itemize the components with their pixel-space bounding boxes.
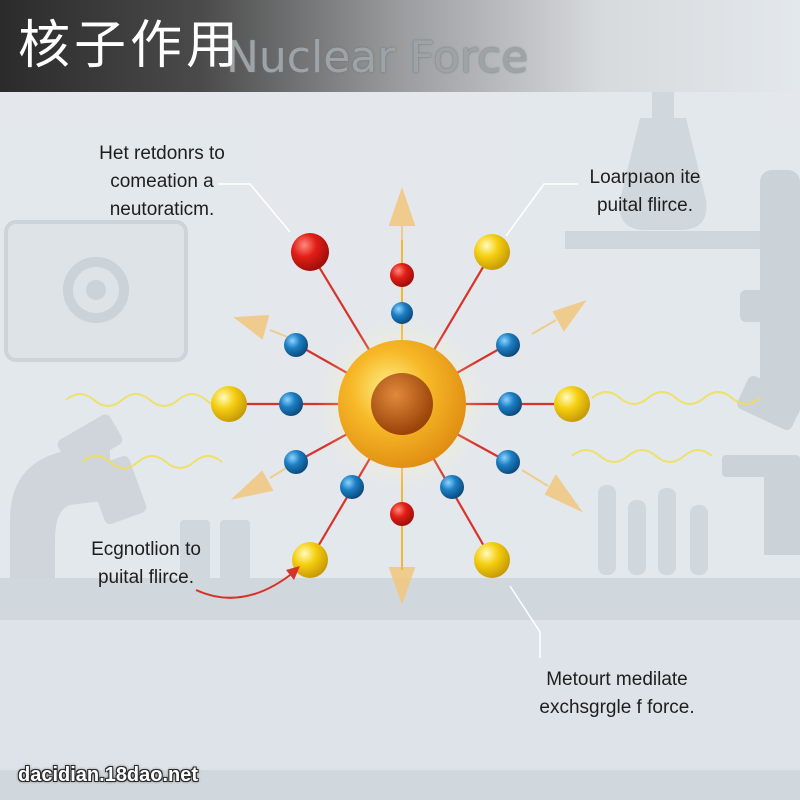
red-particle	[390, 502, 414, 526]
blue-particle	[391, 302, 413, 324]
test-tube-icon	[180, 485, 708, 580]
blue-particle	[498, 392, 522, 416]
title-english: Nuclear Force	[226, 32, 529, 83]
red-particle	[390, 263, 414, 287]
red-particle-large	[291, 233, 329, 271]
label-top-right: Loarpıaon ite puital flirce.	[589, 167, 701, 216]
arrow-upper-right	[531, 300, 587, 335]
particles	[211, 233, 590, 578]
gear-icon	[4, 220, 188, 362]
yellow-particle	[474, 234, 510, 270]
leader-top-right	[505, 183, 578, 237]
shelf-icon	[565, 231, 800, 249]
blue-particle	[279, 392, 303, 416]
nucleus-core	[371, 373, 433, 435]
blue-particle	[496, 333, 520, 357]
blue-particle	[440, 475, 464, 499]
label-bottom-left: Ecgnotlion to puital flirce.	[91, 539, 201, 588]
yellow-particle	[554, 386, 590, 422]
wave-right-lower	[571, 449, 713, 463]
title-chinese: 核子作用	[18, 16, 243, 76]
label-bottom-right: Metourt medilate exchsgrgle f force.	[539, 669, 695, 718]
wave-right-upper	[591, 391, 761, 405]
blue-particle	[496, 450, 520, 474]
blue-particle	[284, 333, 308, 357]
leader-top-left	[218, 183, 291, 233]
leader-bottom-right	[509, 585, 541, 658]
blue-particle	[284, 450, 308, 474]
title-bar: Nuclear Force 核子作用	[0, 0, 800, 92]
nucleus	[316, 318, 488, 490]
leader-lines	[218, 183, 578, 658]
arrow-lower-right	[521, 469, 584, 513]
yellow-particle	[474, 542, 510, 578]
wave-left-lower	[81, 455, 223, 469]
force-waves	[65, 391, 761, 469]
wave-left-upper	[65, 393, 235, 407]
label-top-left: Het retdonrs to comeation a neutoraticm.	[99, 143, 225, 220]
pointer-arrow-bottom-left	[195, 566, 300, 599]
blue-particle	[340, 475, 364, 499]
microscope-icon	[722, 170, 800, 555]
arrow-upper-left	[233, 314, 301, 343]
yellow-particle	[211, 386, 247, 422]
yellow-particle	[292, 542, 328, 578]
watermark-site: dacidian.18dao.net	[18, 764, 199, 786]
outward-arrows	[230, 186, 587, 606]
